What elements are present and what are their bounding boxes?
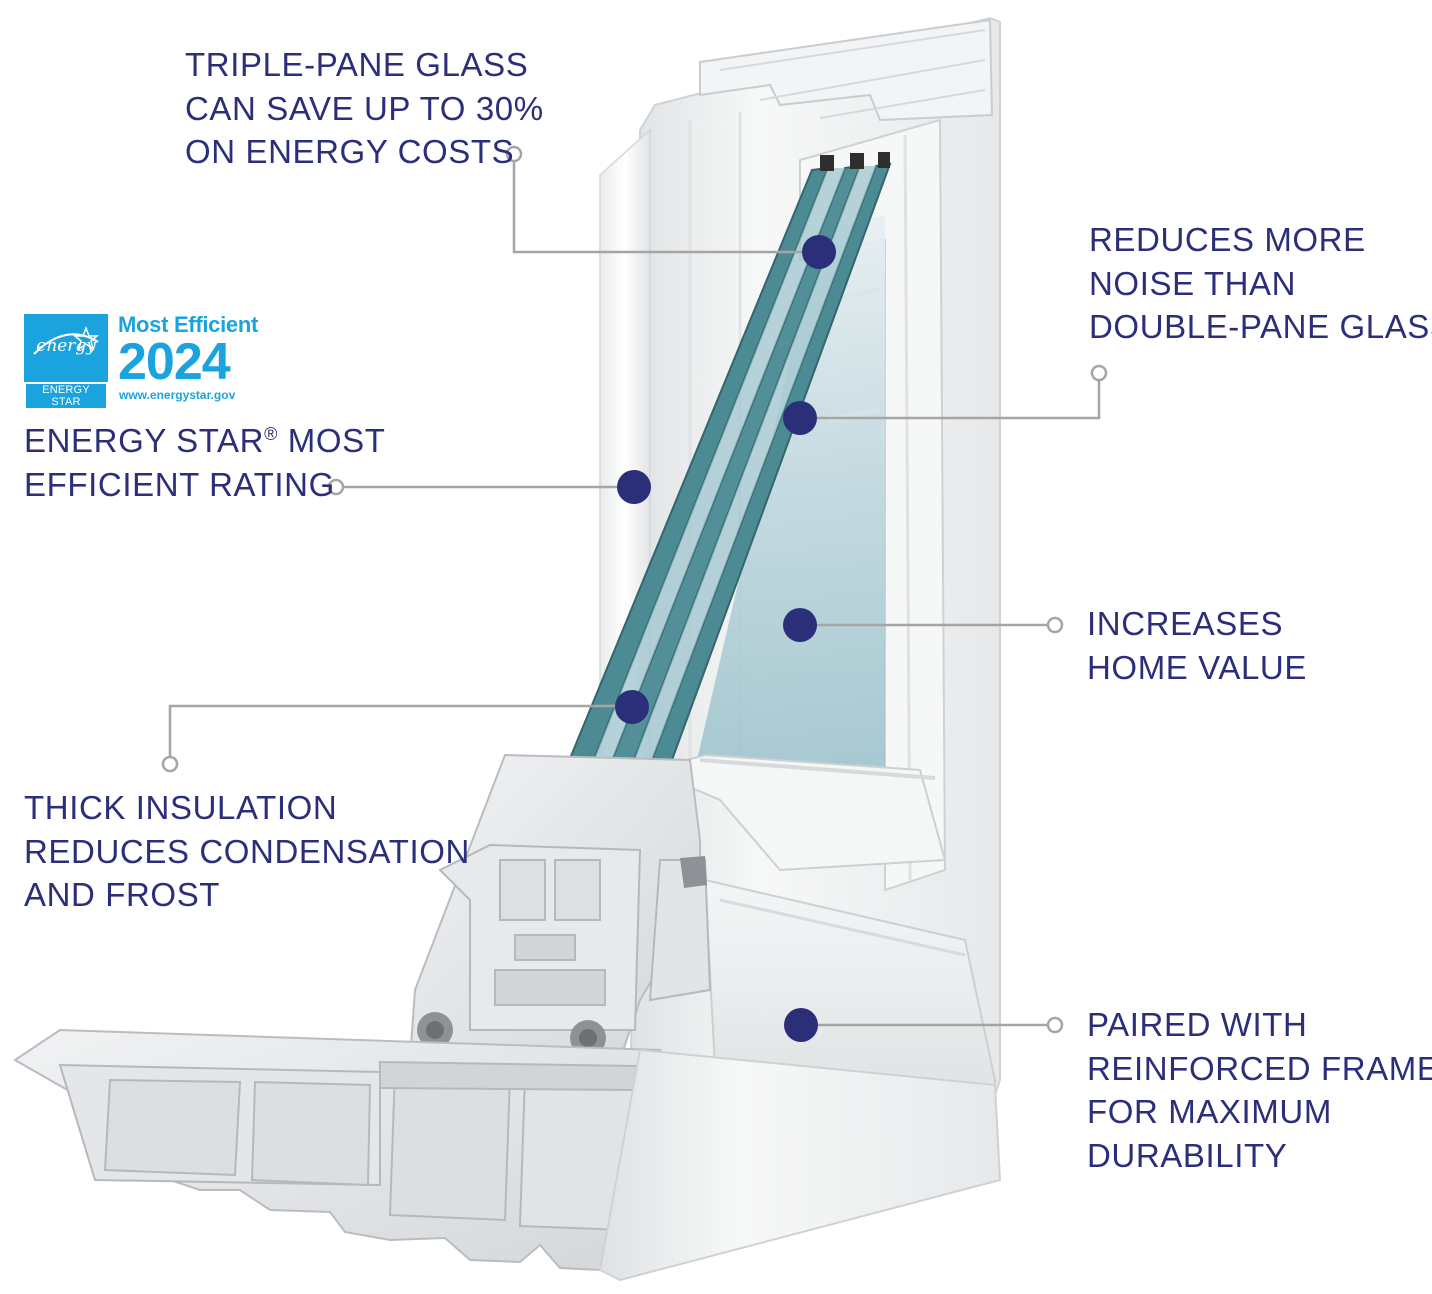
glazing-bead: [646, 753, 947, 872]
registered-mark: ®: [264, 424, 278, 444]
callout-triple-pane: TRIPLE-PANE GLASS CAN SAVE UP TO 30% ON …: [185, 43, 544, 174]
callout-insulation-line-2: REDUCES CONDENSATION: [24, 832, 470, 870]
marker-energy-star: [617, 470, 651, 504]
glass-face: [690, 215, 885, 800]
marker-insulation: [615, 690, 649, 724]
callout-triple-pane-line-3: ON ENERGY COSTS: [185, 133, 515, 170]
energy-star-text: ENERGY STAR: [24, 422, 265, 459]
callout-frame-line-3: FOR MAXIMUM: [1087, 1093, 1332, 1130]
energy-script: energy: [36, 336, 96, 356]
badge-year: 2024: [118, 333, 231, 391]
leader-insulation: [168, 704, 632, 757]
callout-frame-line-2: REINFORCED FRAME: [1087, 1049, 1432, 1087]
callout-noise-line-3: DOUBLE-PANE GLASS: [1089, 308, 1432, 345]
frame-face: [598, 1048, 1002, 1282]
markers: [615, 235, 836, 1042]
energy-star-wordmark: ENERGY STAR: [24, 382, 108, 408]
callout-frame: PAIRED WITH REINFORCED FRAME FOR MAXIMUM…: [1087, 1003, 1432, 1177]
callout-triple-pane-line-2: CAN SAVE UP TO 30%: [185, 89, 544, 127]
energy-star-wordmark-text: ENERGY STAR: [26, 384, 106, 408]
callout-home-value-line-1: INCREASES: [1087, 605, 1284, 642]
callout-noise-line-1: REDUCES MORE: [1089, 221, 1366, 258]
marker-noise: [783, 401, 817, 435]
callout-insulation-line-3: AND FROST: [24, 876, 221, 913]
marker-home-value: [783, 608, 817, 642]
callout-triple-pane-line-1: TRIPLE-PANE GLASS: [185, 46, 529, 83]
callout-home-value: INCREASES HOME VALUE: [1087, 602, 1307, 689]
callout-energy-star-line-2: EFFICIENT RATING: [24, 465, 335, 503]
leader-lines: [168, 160, 1101, 1027]
callout-insulation-line-1: THICK INSULATION: [24, 789, 338, 826]
leader-triple-pane: [512, 160, 819, 254]
leader-end-rings: [161, 145, 1108, 1034]
top-profile: [699, 18, 994, 122]
callout-frame-line-1: PAIRED WITH: [1087, 1006, 1308, 1043]
callout-noise: REDUCES MORE NOISE THAN DOUBLE-PANE GLAS…: [1089, 218, 1432, 349]
leader-noise: [800, 380, 1101, 420]
callout-noise-line-2: NOISE THAN: [1089, 264, 1297, 302]
callout-energy-star: ENERGY STAR® MOST EFFICIENT RATING: [24, 419, 385, 506]
marker-triple-pane: [802, 235, 836, 269]
star-icon: [33, 325, 100, 355]
most-text: MOST: [277, 422, 386, 459]
energy-star-badge: energy ENERGY STAR Most Efficient 2024 w…: [24, 312, 284, 408]
energy-star-logo: energy ENERGY STAR: [24, 314, 108, 408]
callout-insulation: THICK INSULATION REDUCES CONDENSATION AN…: [24, 786, 470, 917]
callout-home-value-line-2: HOME VALUE: [1087, 648, 1307, 686]
callout-energy-star-line-1: ENERGY STAR® MOST: [24, 419, 385, 463]
marker-frame: [784, 1008, 818, 1042]
badge-url: www.energystar.gov: [119, 388, 236, 402]
badge-title: Most Efficient: [118, 312, 259, 337]
callout-frame-line-4: DURABILITY: [1087, 1136, 1288, 1174]
